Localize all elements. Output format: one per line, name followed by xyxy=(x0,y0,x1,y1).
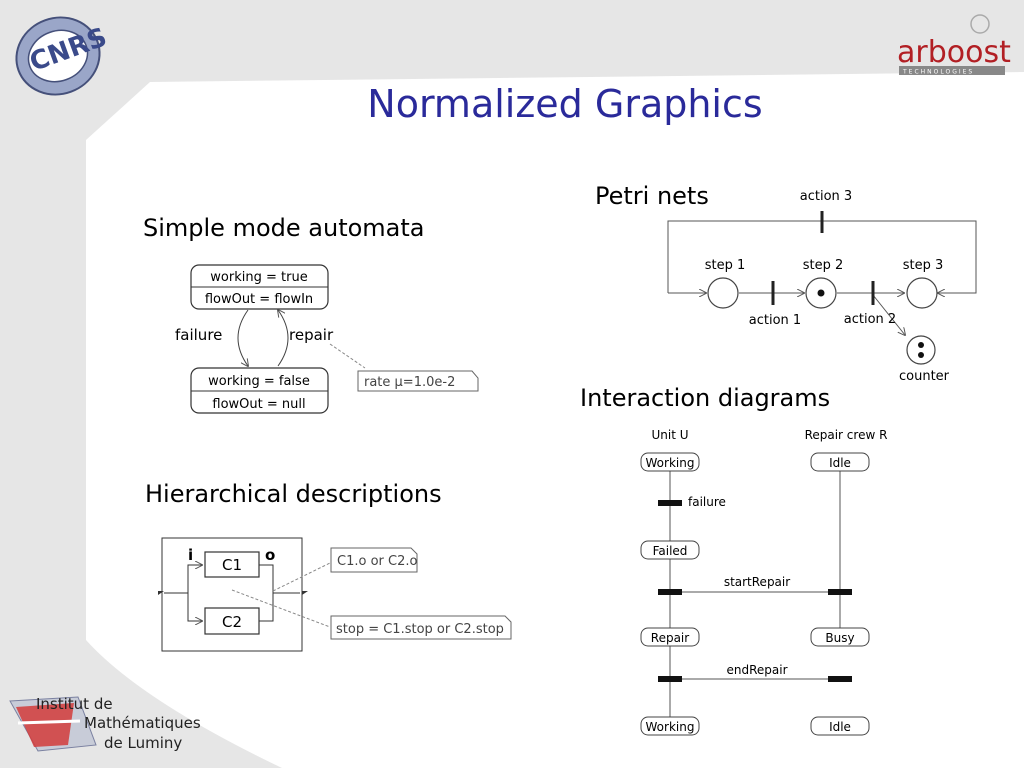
cnrs-logo: CNRS xyxy=(15,16,110,96)
unit-state-3: Repair xyxy=(651,631,689,645)
institute-line3: de Luminy xyxy=(104,734,182,752)
component-c1: C1 xyxy=(204,551,260,578)
c2-label: C2 xyxy=(222,613,242,631)
step2-label: step 2 xyxy=(803,258,844,273)
petri-net-diagram: action 3 step 1 step 2 step 3 action 1 a… xyxy=(667,189,977,384)
state-failed: working = false flowOut = null xyxy=(190,367,329,414)
unit-u-label: Unit U xyxy=(651,428,688,442)
action3-label: action 3 xyxy=(800,189,852,204)
state-box: Busy xyxy=(810,627,870,647)
unit-state-1: Working xyxy=(646,456,695,470)
section-petri-title: Petri nets xyxy=(595,182,709,210)
step1-label: step 1 xyxy=(705,258,746,273)
end-repair-bar-unit xyxy=(658,676,682,682)
repair-crew-label: Repair crew R xyxy=(805,428,888,442)
unit-state-4: Working xyxy=(646,720,695,734)
failure-event-label: failure xyxy=(688,495,726,509)
arboost-logo: arboost TECHNOLOGIES xyxy=(897,14,1011,76)
port-o-label: o xyxy=(265,546,275,564)
rate-note-connector xyxy=(329,343,366,369)
section-interaction-title: Interaction diagrams xyxy=(580,384,831,412)
state2-line1: working = false xyxy=(208,374,310,389)
institute-line2: Mathématiques xyxy=(84,714,201,732)
state-box: Idle xyxy=(810,452,870,472)
hierarchical-note-stop: stop = C1.stop or C2.stop xyxy=(330,615,512,640)
state-working: working = true flowOut = flowIn xyxy=(190,264,329,310)
hierarchical-note-output: C1.o or C2.o xyxy=(330,547,418,573)
arboost-logo-text: arboost xyxy=(897,35,1011,70)
state-box: Repair xyxy=(640,627,700,647)
c1-label: C1 xyxy=(222,556,242,574)
place-counter xyxy=(906,335,936,365)
institute-logo: Institut de Mathématiques de Luminy xyxy=(9,695,201,752)
end-repair-bar-crew xyxy=(828,676,852,682)
start-repair-bar-crew xyxy=(828,589,852,595)
mode-automaton-diagram: working = true flowOut = flowIn working … xyxy=(175,264,479,414)
institute-line1: Institut de xyxy=(36,695,113,713)
hierarchical-diagram: i o C1 C2 C1.o or C2.o stop = C1.stop or… xyxy=(158,537,512,652)
state1-line1: working = true xyxy=(210,270,307,285)
action2-label: action 2 xyxy=(844,312,896,327)
token xyxy=(817,289,825,297)
state1-line2: flowOut = flowIn xyxy=(205,292,313,307)
rate-note-text: rate μ=1.0e-2 xyxy=(364,375,455,390)
interaction-diagram: Unit U Repair crew R Working Failed Repa… xyxy=(640,428,888,736)
crew-state-3: Idle xyxy=(829,720,851,734)
step3-label: step 3 xyxy=(903,258,944,273)
start-repair-bar-unit xyxy=(658,589,682,595)
start-repair-label: startRepair xyxy=(724,575,790,589)
port-i-label: i xyxy=(188,546,193,564)
state2-line2: flowOut = null xyxy=(212,397,305,412)
crew-state-1: Idle xyxy=(829,456,851,470)
state-box: Failed xyxy=(640,540,700,560)
section-hierarchical-title: Hierarchical descriptions xyxy=(145,480,442,508)
unit-state-2: Failed xyxy=(653,544,688,558)
page-title: Normalized Graphics xyxy=(367,82,763,126)
section-automata-title: Simple mode automata xyxy=(143,214,425,242)
crew-state-2: Busy xyxy=(825,631,854,645)
state-box: Working xyxy=(640,452,700,472)
hierarchical-note2-text: stop = C1.stop or C2.stop xyxy=(336,622,504,637)
end-repair-label: endRepair xyxy=(726,663,787,677)
hierarchical-note1-text: C1.o or C2.o xyxy=(337,554,417,569)
failure-event-bar xyxy=(658,500,682,506)
arboost-logo-subtext: TECHNOLOGIES xyxy=(902,69,974,76)
action1-label: action 1 xyxy=(749,313,801,328)
rate-note: rate μ=1.0e-2 xyxy=(357,370,479,392)
counter-label: counter xyxy=(899,369,950,384)
failure-label: failure xyxy=(175,326,222,344)
repair-transition-arrow xyxy=(278,310,289,367)
place-step1 xyxy=(707,277,739,309)
place-step3 xyxy=(906,277,938,309)
component-c2: C2 xyxy=(204,607,260,635)
failure-transition-arrow xyxy=(237,309,248,366)
state-box: Idle xyxy=(810,716,870,736)
state-box: Working xyxy=(640,716,700,736)
repair-label: repair xyxy=(289,326,334,344)
